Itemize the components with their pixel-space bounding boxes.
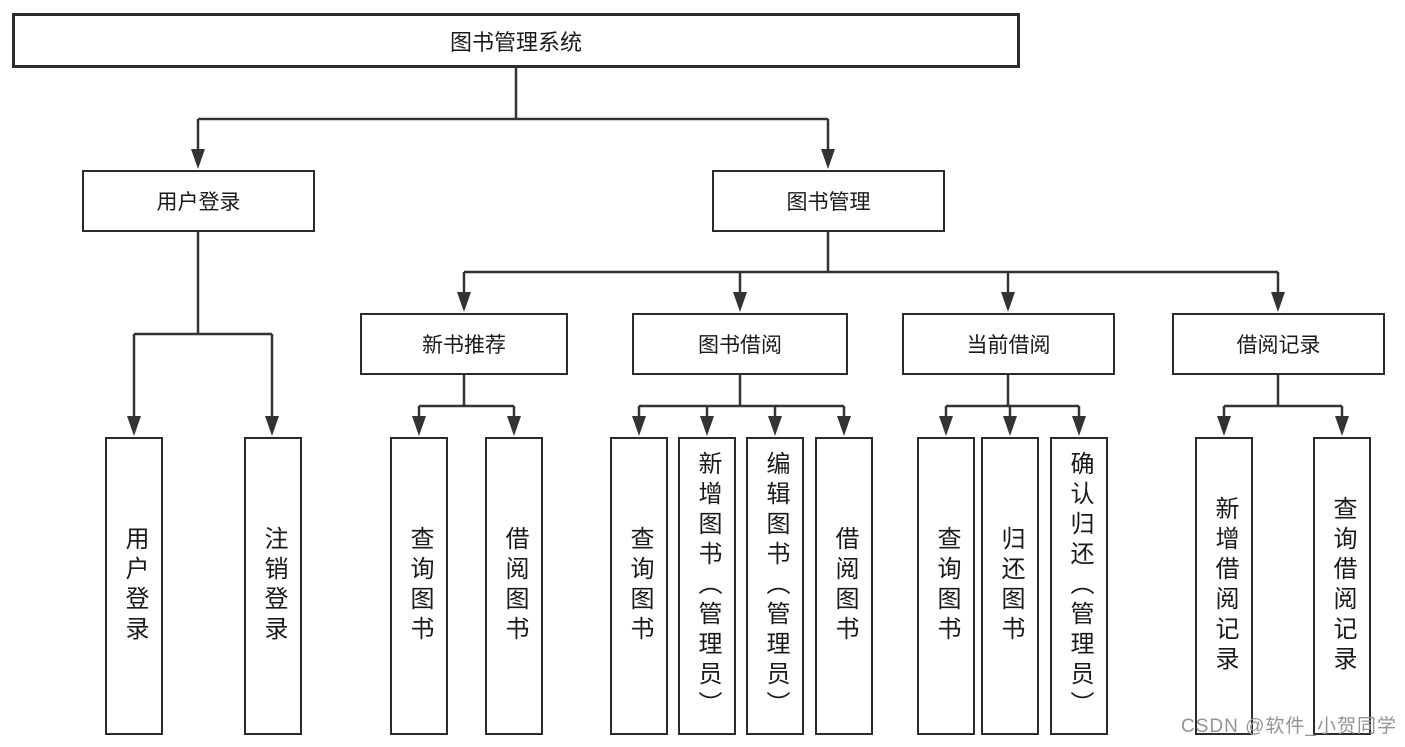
leaf-bb-query-books-label: 查询图书 (626, 526, 653, 646)
leaf-cb-return-books-label: 归还图书 (997, 526, 1024, 646)
node-user-login: 用户登录 (82, 170, 315, 232)
leaf-bb-add-books-label: 新增图书（管理员） (694, 451, 721, 721)
leaf-cb-query-books: 查询图书 (917, 437, 975, 735)
leaf-user-login-label: 用户登录 (121, 526, 148, 646)
csdn-watermark: CSDN @软件_小贺同学 (1181, 716, 1397, 737)
node-root-label: 图书管理系统 (449, 29, 582, 55)
connector-book-mgmt-to-level3 (462, 232, 1280, 296)
leaf-rec-borrow-books-label: 借阅图书 (501, 526, 528, 646)
leaf-bb-query-books: 查询图书 (610, 437, 668, 735)
node-borrow-records-label: 借阅记录 (1236, 334, 1321, 357)
node-current-borrow-label: 当前借阅 (966, 334, 1051, 357)
leaf-br-add-record: 新增借阅记录 (1195, 437, 1253, 735)
node-root: 图书管理系统 (12, 13, 1020, 68)
node-book-borrow: 图书借阅 (632, 313, 848, 375)
node-new-book-rec: 新书推荐 (360, 313, 568, 375)
node-book-borrow-label: 图书借阅 (698, 334, 782, 357)
node-borrow-records: 借阅记录 (1172, 313, 1385, 375)
leaf-bb-borrow-books-label: 借阅图书 (831, 526, 858, 646)
leaf-logout: 注销登录 (244, 437, 302, 735)
leaf-cb-confirm-return: 确认归还（管理员） (1050, 437, 1108, 735)
leaf-rec-query-books: 查询图书 (390, 437, 448, 735)
leaf-cb-query-books-label: 查询图书 (933, 526, 960, 646)
leaf-user-login: 用户登录 (105, 437, 163, 735)
node-user-login-label: 用户登录 (156, 191, 241, 214)
connector-user-login-to-leaves (132, 232, 274, 420)
node-new-book-rec-label: 新书推荐 (422, 334, 506, 357)
connector-new-book-rec-to-leaves (417, 375, 516, 420)
node-current-borrow: 当前借阅 (902, 313, 1115, 375)
leaf-cb-confirm-return-label: 确认归还（管理员） (1066, 451, 1093, 721)
connector-current-borrow-to-leaves (944, 375, 1081, 420)
arrowheads (127, 149, 1349, 436)
connector-root-to-level2 (196, 68, 830, 152)
leaf-bb-edit-books: 编辑图书（管理员） (746, 437, 804, 735)
leaf-bb-borrow-books: 借阅图书 (815, 437, 873, 735)
leaf-br-add-record-label: 新增借阅记录 (1211, 496, 1238, 676)
connector-book-borrow-to-leaves (637, 375, 846, 420)
leaf-cb-return-books: 归还图书 (981, 437, 1039, 735)
leaf-logout-label: 注销登录 (260, 526, 287, 646)
connector-borrow-records-to-leaves (1222, 375, 1344, 420)
node-book-mgmt-label: 图书管理 (786, 191, 871, 214)
leaf-br-query-record-label: 查询借阅记录 (1329, 496, 1356, 676)
node-book-mgmt: 图书管理 (712, 170, 945, 232)
leaf-rec-query-books-label: 查询图书 (406, 526, 433, 646)
leaf-bb-add-books: 新增图书（管理员） (678, 437, 736, 735)
leaf-rec-borrow-books: 借阅图书 (485, 437, 543, 735)
leaf-br-query-record: 查询借阅记录 (1313, 437, 1371, 735)
leaf-bb-edit-books-label: 编辑图书（管理员） (762, 451, 789, 721)
